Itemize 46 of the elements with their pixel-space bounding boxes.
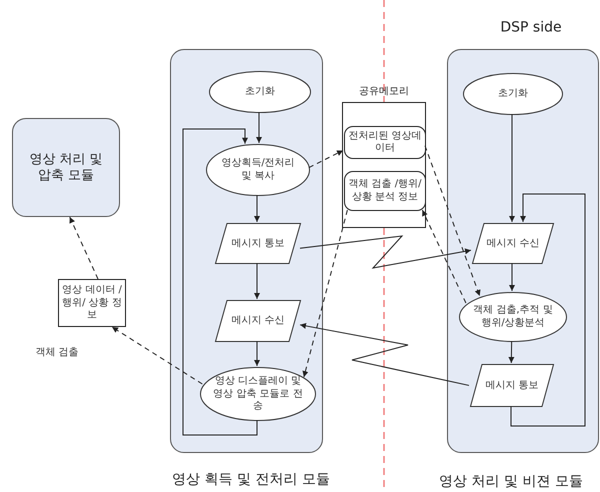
panel-heading: 공유메모리 — [359, 86, 409, 98]
arrow — [254, 340, 260, 366]
node-label: 초기화 — [497, 88, 529, 100]
node-label: 객체 검출 /행위/ 상황 분석 정보 — [348, 178, 422, 204]
process-ellipse — [459, 292, 567, 342]
message-parallelogram — [215, 300, 301, 342]
node-label: 메시지 수신 — [230, 314, 286, 328]
dashed-arrow — [424, 145, 480, 296]
node-label: 객체 검출,추적 및 행위/상황분석 — [472, 304, 554, 330]
arrow — [182, 128, 258, 436]
node-label: 영상 처리 및 압축 모듈 — [28, 151, 104, 184]
note-text: 객체 검출 — [35, 346, 79, 360]
node-label: 전처리된 영상데이터 — [348, 130, 422, 155]
node-label: 영상획득/전처리 및 복사 — [220, 158, 296, 182]
module-box — [12, 118, 120, 217]
node-label: 영상 데이터 /행위/ 상황 정보 — [62, 284, 122, 322]
node-label: 초기화 — [244, 86, 276, 98]
arrow — [254, 194, 260, 222]
process-ellipse — [209, 71, 311, 113]
process-ellipse — [200, 367, 316, 421]
arrow — [509, 262, 515, 292]
panel-heading: 영상 획득 및 전처리 모듈 — [172, 471, 330, 489]
arrow — [508, 340, 514, 364]
arrow — [300, 322, 470, 386]
node-label: 메시지 통보 — [484, 379, 540, 392]
message-parallelogram — [470, 364, 554, 407]
message-parallelogram — [215, 223, 301, 264]
message-parallelogram — [472, 223, 554, 264]
dashed-arrow — [112, 326, 203, 384]
dashed-arrow — [308, 150, 344, 168]
memory-slot — [344, 171, 426, 211]
arrow — [254, 262, 260, 300]
arrow — [509, 114, 515, 222]
panel-heading: DSP side — [500, 19, 562, 37]
node-label: 영상 디스플레이 및 영상 압축 모듈로 전송 — [212, 375, 304, 413]
arrow — [256, 112, 262, 144]
node-label: 메시지 수신 — [485, 237, 541, 250]
node-label: 메시지 통보 — [230, 237, 286, 250]
panel-heading: 영상 처리 및 비젼 모듈 — [439, 473, 583, 491]
dashed-arrow — [302, 210, 348, 378]
process-ellipse — [206, 144, 310, 196]
dashed-arrow — [422, 210, 466, 304]
process-ellipse — [463, 73, 563, 115]
arrow — [510, 194, 586, 426]
dashed-arrow — [69, 216, 98, 280]
arrow — [300, 235, 472, 269]
